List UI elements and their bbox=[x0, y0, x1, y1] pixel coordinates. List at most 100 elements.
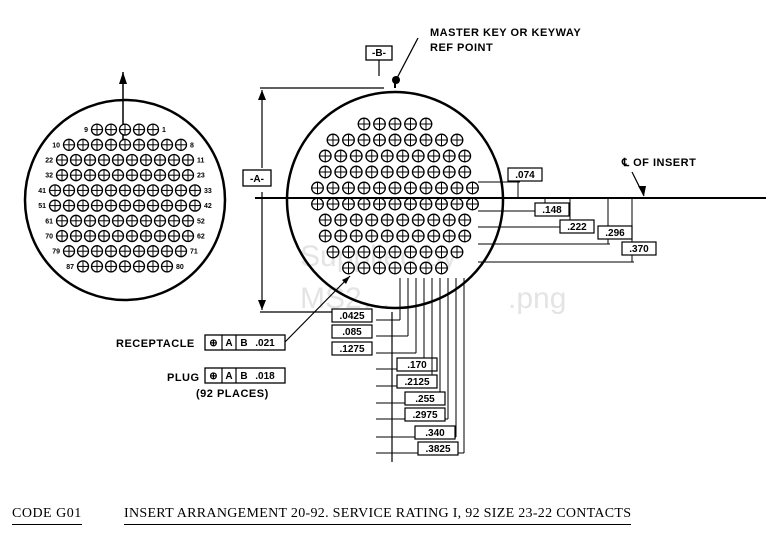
contact-number: 41 bbox=[38, 188, 46, 195]
contact bbox=[48, 199, 62, 212]
contact-number: 87 bbox=[66, 264, 74, 271]
vertical-dimension-ladder: .074.148.222.296.370 bbox=[478, 167, 657, 263]
vertical-dim-label: .222 bbox=[567, 222, 587, 233]
contact bbox=[326, 245, 340, 259]
contact bbox=[104, 245, 118, 258]
contact bbox=[442, 213, 456, 227]
contact bbox=[442, 229, 456, 243]
contact bbox=[373, 117, 386, 131]
contact bbox=[450, 245, 464, 259]
contact bbox=[97, 169, 111, 182]
contact bbox=[396, 149, 410, 163]
contact bbox=[111, 229, 125, 243]
contact bbox=[153, 169, 167, 182]
contact bbox=[396, 229, 410, 243]
contact bbox=[146, 199, 160, 212]
contact bbox=[342, 245, 355, 259]
contact bbox=[388, 245, 402, 259]
contact bbox=[380, 149, 394, 163]
contact bbox=[160, 138, 174, 151]
contact bbox=[153, 214, 167, 227]
contact bbox=[167, 229, 181, 243]
right-insert-face bbox=[285, 90, 505, 310]
contact bbox=[427, 229, 441, 243]
contact bbox=[411, 149, 425, 163]
contact bbox=[396, 213, 410, 227]
contact bbox=[97, 229, 111, 243]
insert-centerline-label: ℄ OF INSERT bbox=[621, 157, 696, 169]
contact bbox=[111, 214, 125, 227]
contact bbox=[357, 133, 371, 147]
contact bbox=[146, 123, 160, 136]
horizontal-dim-box bbox=[404, 391, 446, 406]
plug-tolerance-value: .018 bbox=[255, 371, 275, 382]
contact bbox=[55, 169, 69, 182]
contact bbox=[357, 181, 371, 195]
contact bbox=[132, 123, 146, 136]
contact-number: 51 bbox=[38, 203, 46, 210]
contact bbox=[342, 133, 355, 147]
contact bbox=[404, 197, 417, 211]
contact bbox=[373, 197, 386, 211]
contact bbox=[125, 214, 139, 227]
contact bbox=[104, 260, 118, 273]
contact bbox=[342, 197, 355, 211]
contact bbox=[334, 213, 348, 227]
contact bbox=[450, 197, 464, 211]
contact bbox=[326, 181, 340, 195]
contact bbox=[419, 117, 433, 131]
contact-number: 23 bbox=[197, 173, 205, 180]
contact bbox=[118, 199, 132, 212]
contact bbox=[427, 165, 441, 179]
contact-number: 61 bbox=[45, 218, 53, 225]
contact bbox=[357, 117, 371, 131]
contact bbox=[349, 229, 363, 243]
contact bbox=[318, 229, 332, 243]
contact bbox=[388, 261, 402, 275]
contact bbox=[326, 133, 340, 147]
contact bbox=[146, 260, 160, 273]
contact bbox=[90, 123, 104, 136]
contact bbox=[349, 165, 363, 179]
contact bbox=[342, 261, 355, 275]
contact bbox=[55, 153, 69, 167]
contact bbox=[97, 153, 111, 167]
contact bbox=[160, 245, 174, 258]
contact bbox=[380, 213, 394, 227]
contact bbox=[69, 169, 83, 182]
contact bbox=[450, 133, 464, 147]
contact bbox=[76, 138, 90, 151]
contact bbox=[435, 181, 448, 195]
horizontal-dim-label: .2125 bbox=[404, 377, 429, 388]
plug-label: PLUG bbox=[167, 372, 200, 384]
contact bbox=[139, 214, 153, 227]
contact bbox=[388, 181, 402, 195]
contact-number: 22 bbox=[45, 158, 53, 165]
contact bbox=[419, 197, 433, 211]
contact bbox=[373, 245, 386, 259]
contact bbox=[365, 213, 379, 227]
horizontal-dim-box bbox=[396, 374, 438, 389]
contact bbox=[388, 133, 402, 147]
contact bbox=[104, 199, 118, 212]
plug-tolerance: PLUG ⊕ A B .018 (92 PLACES) bbox=[167, 367, 286, 400]
contact bbox=[90, 138, 104, 151]
contact-number: 33 bbox=[204, 188, 212, 195]
contact bbox=[62, 199, 76, 212]
contact bbox=[146, 245, 160, 258]
contact bbox=[125, 169, 139, 182]
contact bbox=[104, 138, 118, 151]
contact bbox=[69, 214, 83, 227]
contact bbox=[90, 245, 104, 258]
contact bbox=[373, 181, 386, 195]
contact bbox=[55, 229, 69, 243]
horizontal-dim-box bbox=[396, 357, 438, 372]
contact bbox=[111, 153, 125, 167]
contact bbox=[167, 153, 181, 167]
contact bbox=[146, 184, 160, 197]
contact bbox=[380, 229, 394, 243]
contact bbox=[334, 165, 348, 179]
horizontal-dim-label: .3825 bbox=[425, 444, 450, 455]
contact bbox=[458, 165, 472, 179]
